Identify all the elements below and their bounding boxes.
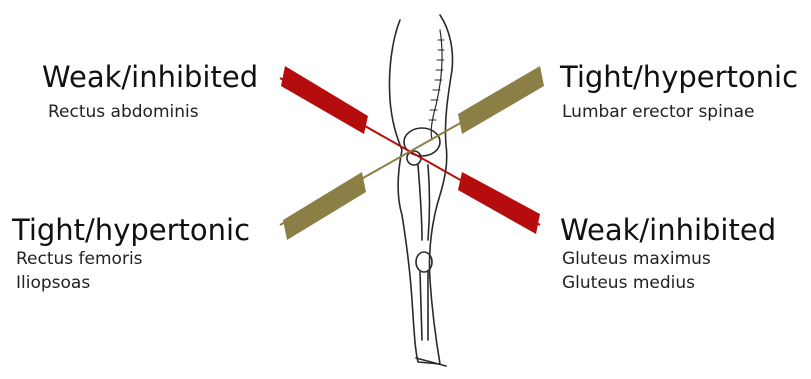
muscle-name: Iliopsoas	[16, 271, 250, 295]
tight-bar-bottom-left	[283, 172, 366, 240]
label-bottom-right: Weak/inhibited Gluteus maximus Gluteus m…	[560, 213, 776, 295]
label-title: Weak/inhibited	[42, 60, 258, 94]
label-title: Tight/hypertonic	[12, 213, 250, 247]
weak-bar-bottom-right	[458, 172, 540, 234]
muscle-name: Rectus abdominis	[48, 100, 258, 124]
label-title: Tight/hypertonic	[560, 60, 798, 94]
label-bottom-left: Tight/hypertonic Rectus femoris Iliopsoa…	[12, 213, 250, 295]
body-figure	[389, 15, 452, 366]
weak-bar-top-left	[281, 66, 368, 134]
label-title: Weak/inhibited	[560, 213, 776, 247]
muscle-name: Gluteus medius	[562, 271, 776, 295]
label-top-left: Weak/inhibited Rectus abdominis	[42, 60, 258, 124]
muscle-name: Rectus femoris	[16, 247, 250, 271]
tight-bar-top-right	[458, 66, 544, 134]
label-top-right: Tight/hypertonic Lumbar erector spinae	[560, 60, 798, 124]
muscle-name: Lumbar erector spinae	[562, 100, 798, 124]
muscle-name: Gluteus maximus	[562, 247, 776, 271]
